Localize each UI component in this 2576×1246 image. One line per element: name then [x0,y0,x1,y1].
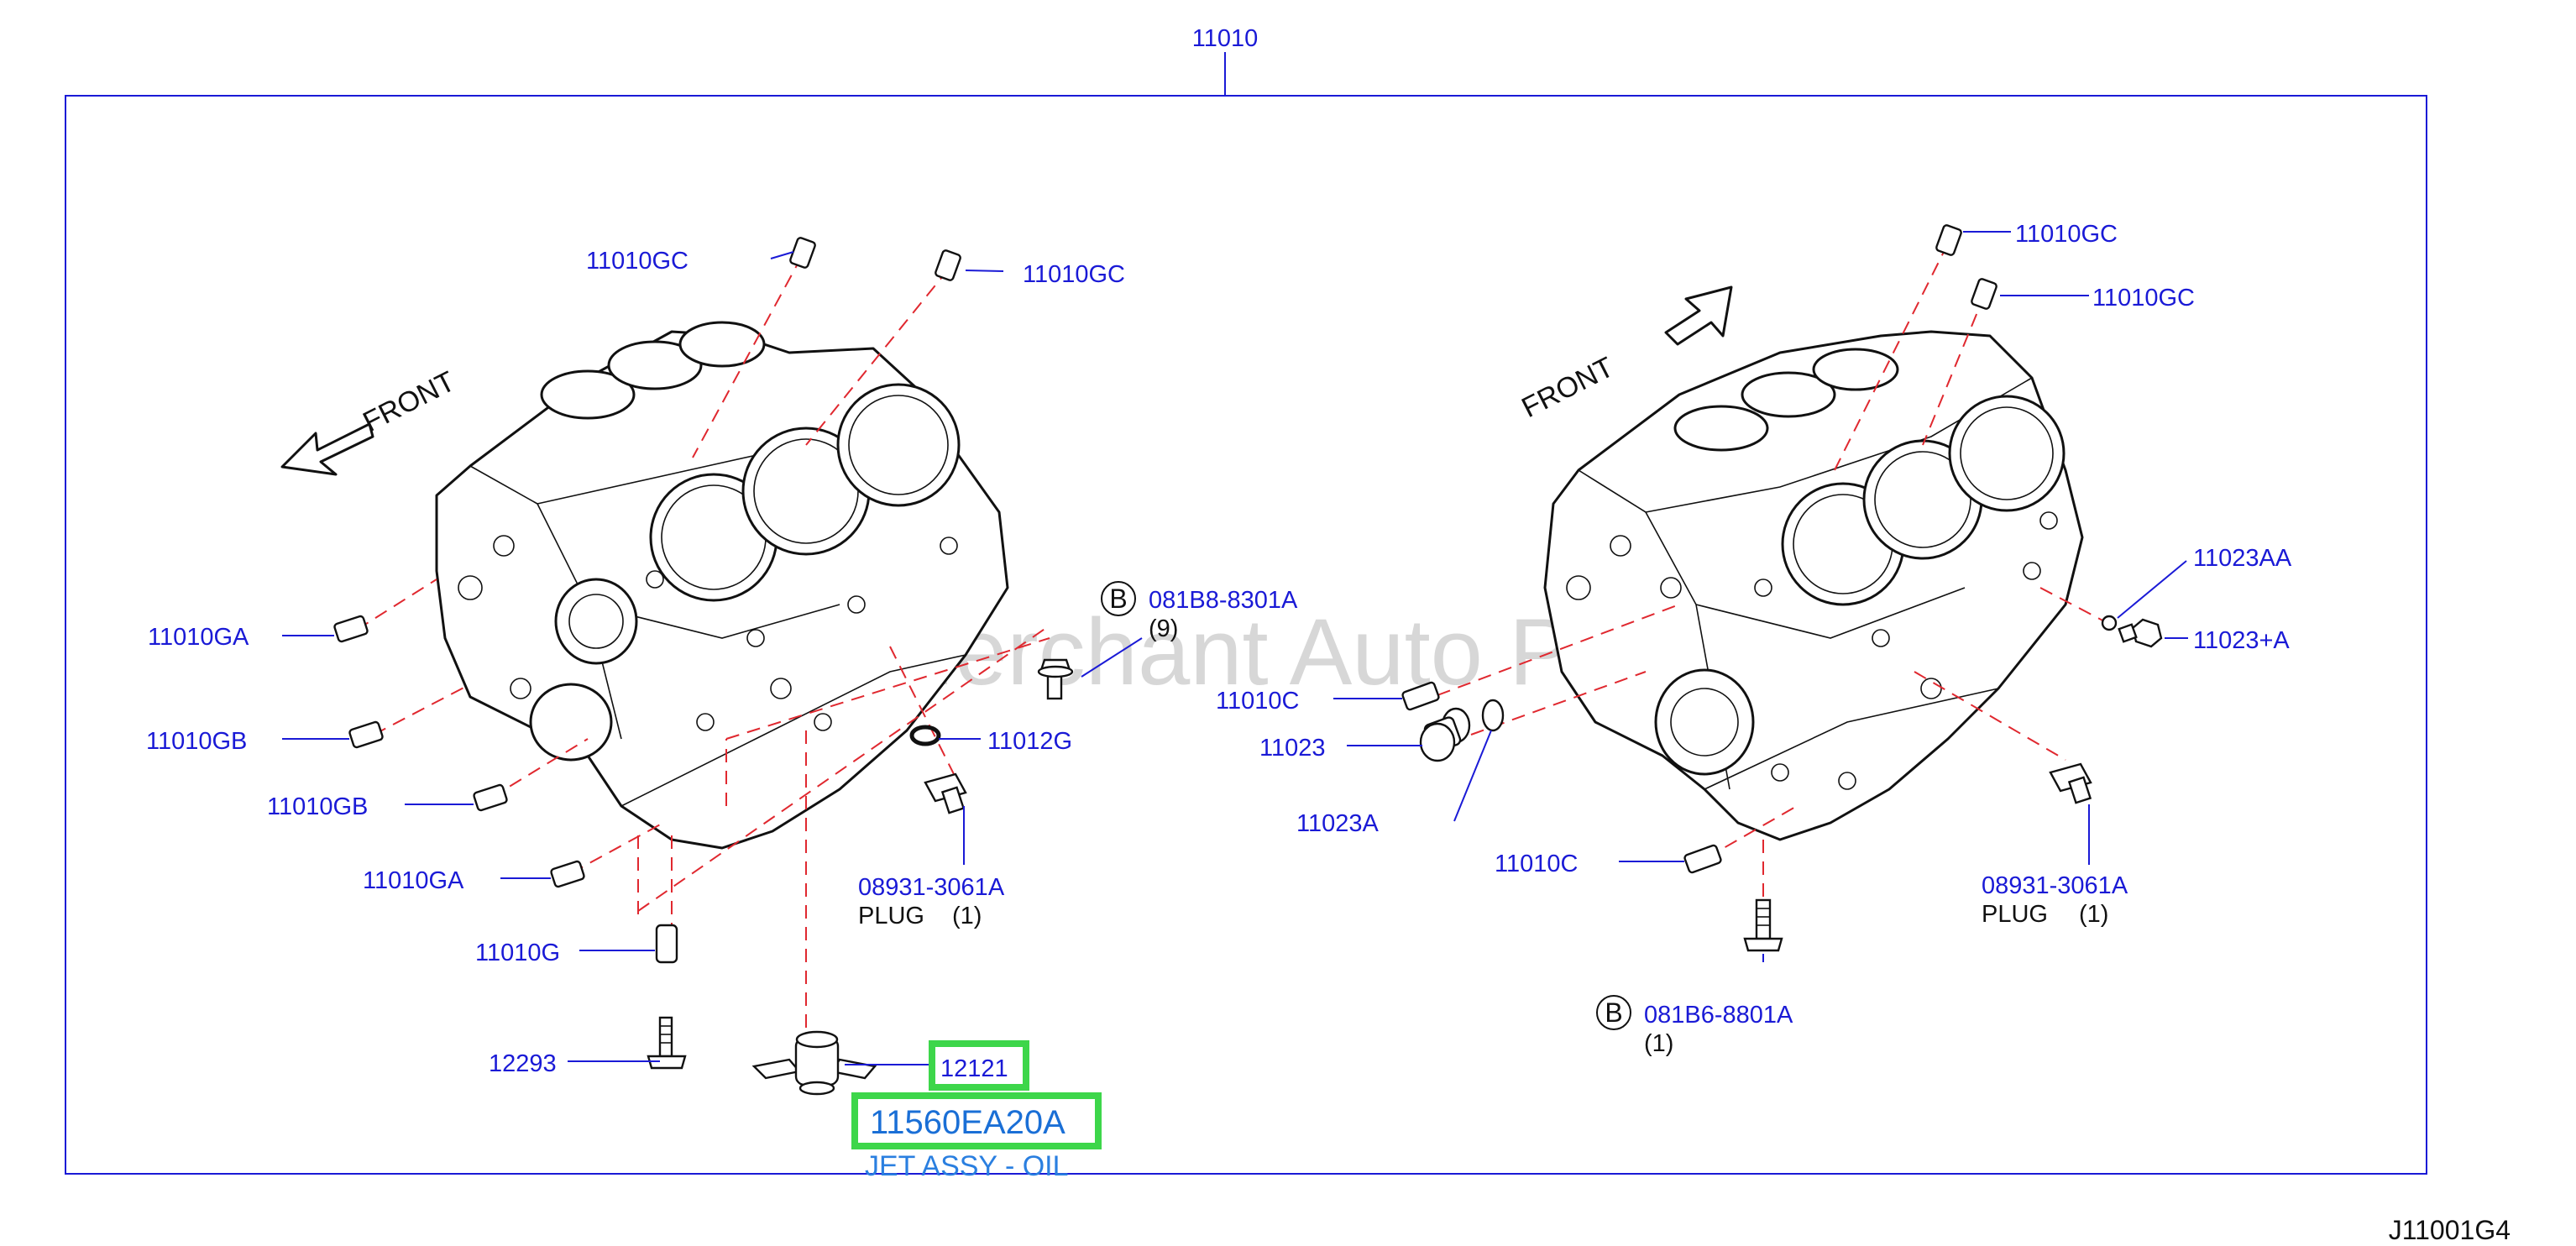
left-front-label: FRONT [358,365,460,438]
gasket-11023a [1481,699,1505,732]
right-engine-block-drawing [1543,330,2084,841]
dowel-11010gb-2 [473,783,508,812]
dowel-11010g [655,924,678,964]
plug-11023-plus-a [2118,618,2163,648]
label-11010gc-right-2[interactable]: 11010GC [2092,285,2195,312]
badge-b-right-text: B [1605,997,1622,1028]
label-11012g[interactable]: 11012G [987,728,1072,755]
label-081b8-8301a[interactable]: 081B8-8301A [1149,587,1298,614]
label-11010c-right-1[interactable]: 11010C [1216,688,1299,715]
dowel-11010gc-4 [1971,278,1997,310]
label-11560ea20a[interactable]: 11560EA20A [870,1104,1065,1141]
label-plug-left: PLUG [858,903,924,929]
plug-11023 [1419,707,1471,762]
dowel-11010c-1 [1401,681,1440,711]
left-front-arrow: FRONT [280,365,460,476]
dowel-11010gb-1 [348,720,384,749]
label-11023[interactable]: 11023 [1259,735,1326,762]
label-11010c-right-2[interactable]: 11010C [1495,851,1578,877]
diagram-frame [65,95,2427,1175]
left-engine-block-drawing [435,321,1009,850]
dowel-11010gc-1 [789,237,816,269]
label-11010gb-left-2[interactable]: 11010GB [267,793,368,820]
label-11010gc-left-2[interactable]: 11010GC [1023,261,1125,288]
badge-b-left [1101,581,1136,616]
label-11010ga-left-1[interactable]: 11010GA [148,624,249,651]
label-11010g[interactable]: 11010G [475,940,560,966]
plug-08931-3061a-right [2049,762,2092,804]
label-11010gc-left-1[interactable]: 11010GC [586,248,689,275]
diagram-code: J11001G4 [2389,1215,2511,1245]
dowel-11010gc-2 [935,249,961,281]
bolt-12293 [647,1016,687,1070]
label-11023aa[interactable]: 11023AA [2193,545,2292,572]
label-08931-3061a-left[interactable]: 08931-3061A [858,874,1005,901]
label-081b8-8301a-qty: (9) [1149,615,1178,642]
label-12121[interactable]: 12121 [940,1055,1008,1082]
label-081b6-8801a-qty: (1) [1644,1030,1673,1057]
label-jet-assy-oil: JET ASSY - OIL [865,1150,1069,1182]
label-081b6-8801a[interactable]: 081B6-8801A [1644,1002,1793,1029]
label-plug-right-qty: (1) [2079,901,2108,928]
label-11023a[interactable]: 11023A [1296,810,1379,837]
badge-b-left-text: B [1109,584,1127,614]
label-12293[interactable]: 12293 [489,1050,557,1077]
washer-11023aa [2101,615,2118,631]
label-plug-right: PLUG [1982,901,2048,928]
highlight-box-12121 [929,1040,1029,1091]
o-ring-11012g [909,725,941,746]
bolt-081b8-8301a [1037,658,1074,700]
label-11023-plus-a[interactable]: 11023+A [2193,627,2290,654]
plug-08931-3061a-left [924,772,967,814]
label-11010[interactable]: 11010 [1192,25,1259,52]
label-08931-3061a-right[interactable]: 08931-3061A [1982,872,2128,899]
dowel-11010ga-2 [550,860,585,888]
label-11010gc-right-1[interactable]: 11010GC [2015,221,2118,248]
right-front-label: FRONT [1516,351,1619,424]
dowel-11010gc-3 [1935,224,1962,256]
bolt-081b6-8801a [1743,898,1783,952]
highlight-box-11560ea20a [851,1092,1102,1149]
dowel-11010ga-1 [333,615,369,643]
dowel-11010c-2 [1683,844,1722,874]
oil-jet-12121 [751,1030,877,1096]
label-plug-left-qty: (1) [952,903,982,929]
label-11010gb-left-1[interactable]: 11010GB [146,728,247,755]
badge-b-right [1596,995,1631,1030]
label-11010ga-left-2[interactable]: 11010GA [363,867,464,894]
